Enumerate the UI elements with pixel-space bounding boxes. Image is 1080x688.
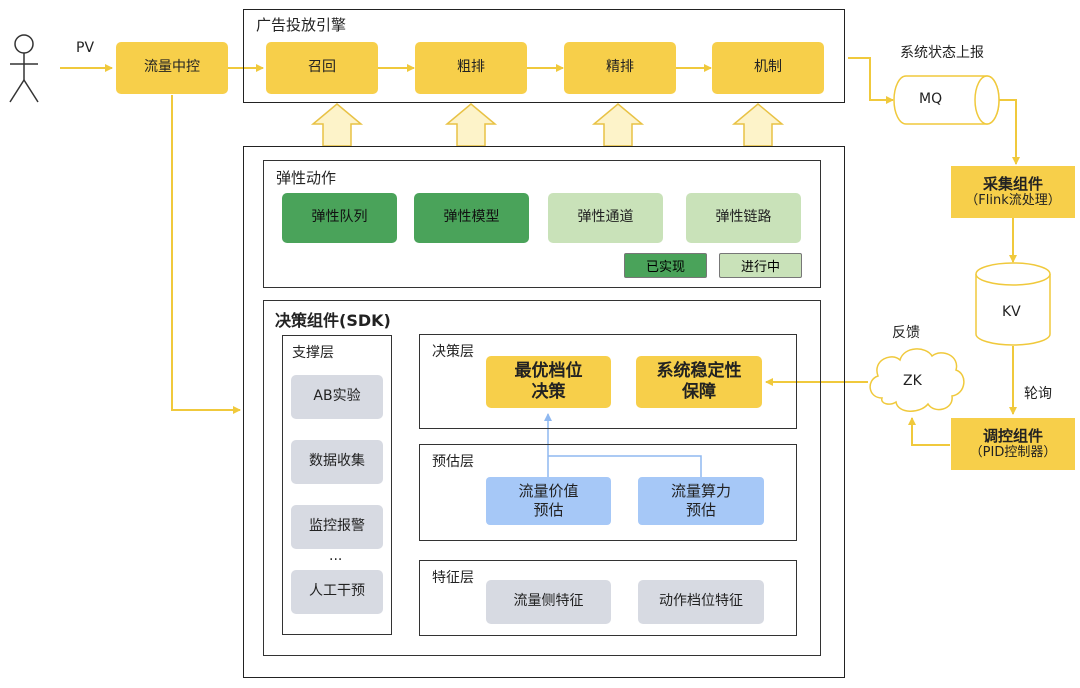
legend-in-progress: 进行中 bbox=[719, 253, 802, 278]
controller-box: 调控组件 （PID控制器） bbox=[951, 418, 1075, 470]
ad-engine-title: 广告投放引擎 bbox=[256, 16, 347, 34]
stage-mechanism: 机制 bbox=[712, 42, 824, 94]
estimate-layer-frame bbox=[419, 444, 797, 541]
action-gear-feature: 动作档位特征 bbox=[638, 580, 764, 624]
feature-layer-title: 特征层 bbox=[432, 570, 474, 586]
support-layer-title: 支撑层 bbox=[292, 345, 334, 361]
elastic-actions-frame bbox=[263, 160, 821, 288]
support-ab-test: AB实验 bbox=[291, 375, 383, 419]
elastic-queue: 弹性队列 bbox=[282, 193, 397, 243]
traffic-compute-estimate: 流量算力 预估 bbox=[638, 477, 764, 525]
collector-box: 采集组件 （Flink流处理） bbox=[951, 166, 1075, 218]
decision-layer-title: 决策层 bbox=[432, 344, 474, 360]
traffic-side-feature: 流量侧特征 bbox=[486, 580, 611, 624]
zk-label: ZK bbox=[903, 373, 922, 389]
optimal-gear-decision: 最优档位 决策 bbox=[486, 356, 611, 408]
sdk-frame bbox=[263, 300, 821, 656]
collector-title: 采集组件 bbox=[982, 174, 1043, 193]
zk-cloud bbox=[869, 348, 965, 412]
traffic-value-estimate: 流量价值 预估 bbox=[486, 477, 611, 525]
support-manual-intervention: 人工干预 bbox=[291, 570, 383, 614]
feedback-label: 反馈 bbox=[892, 325, 920, 341]
support-layer-frame bbox=[282, 335, 392, 635]
kv-cylinder bbox=[975, 262, 1051, 346]
kv-label: KV bbox=[1002, 304, 1021, 320]
poll-label: 轮询 bbox=[1024, 386, 1052, 402]
elastic-channel: 弹性通道 bbox=[548, 193, 663, 243]
stage-coarse-rank: 粗排 bbox=[415, 42, 527, 94]
ad-engine-frame bbox=[243, 9, 845, 103]
user-icon bbox=[9, 34, 39, 103]
mq-cylinder bbox=[893, 75, 1000, 125]
sdk-title: 决策组件(SDK) bbox=[275, 311, 391, 330]
controller-title: 调控组件 bbox=[982, 426, 1043, 445]
support-monitor-alert: 监控报警 bbox=[291, 505, 383, 549]
stage-recall: 召回 bbox=[266, 42, 378, 94]
support-data-collection: 数据收集 bbox=[291, 440, 383, 484]
stage-fine-rank: 精排 bbox=[564, 42, 676, 94]
elastic-link: 弹性链路 bbox=[686, 193, 801, 243]
mq-label: MQ bbox=[919, 91, 943, 107]
decision-layer-frame bbox=[419, 334, 797, 429]
system-report-label: 系统状态上报 bbox=[900, 45, 984, 61]
elastic-model: 弹性模型 bbox=[414, 193, 529, 243]
pv-label: PV bbox=[76, 40, 95, 56]
estimate-layer-title: 预估层 bbox=[432, 454, 474, 470]
elastic-actions-title: 弹性动作 bbox=[276, 169, 337, 187]
legend-implemented: 已实现 bbox=[624, 253, 707, 278]
elastic-system-frame bbox=[243, 146, 845, 678]
feature-layer-frame bbox=[419, 560, 797, 636]
collector-subtitle: （Flink流处理） bbox=[965, 193, 1061, 209]
controller-subtitle: （PID控制器） bbox=[969, 445, 1057, 461]
system-stability-guarantee: 系统稳定性 保障 bbox=[636, 356, 762, 408]
traffic-control-box: 流量中控 bbox=[116, 42, 228, 94]
support-ellipsis: ... bbox=[329, 548, 343, 564]
